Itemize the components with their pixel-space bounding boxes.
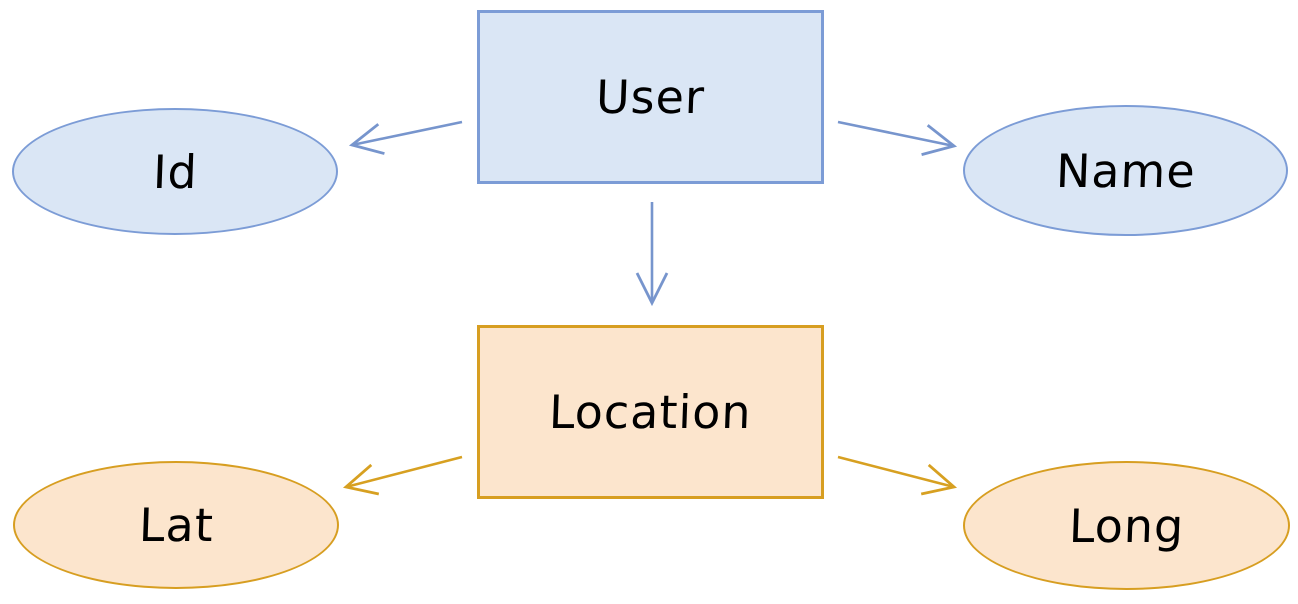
arrow-location-to-lat	[342, 455, 463, 496]
attribute-lat-label: Lat	[137, 498, 215, 552]
attribute-name-label: Name	[1054, 143, 1197, 198]
attribute-long[interactable]: Long	[963, 461, 1290, 590]
attribute-id-label: Id	[151, 144, 199, 199]
attribute-id[interactable]: Id	[12, 108, 338, 235]
attribute-long-label: Long	[1067, 498, 1186, 553]
attribute-name[interactable]: Name	[963, 105, 1288, 236]
arrow-user-to-name	[837, 120, 958, 156]
entity-location[interactable]: Location	[477, 325, 824, 499]
arrow-user-to-id	[348, 120, 463, 155]
entity-user-label: User	[595, 70, 706, 124]
entity-user[interactable]: User	[477, 10, 824, 184]
entity-location-label: Location	[548, 385, 753, 439]
arrow-location-to-long	[837, 455, 958, 496]
attribute-lat[interactable]: Lat	[13, 461, 339, 589]
